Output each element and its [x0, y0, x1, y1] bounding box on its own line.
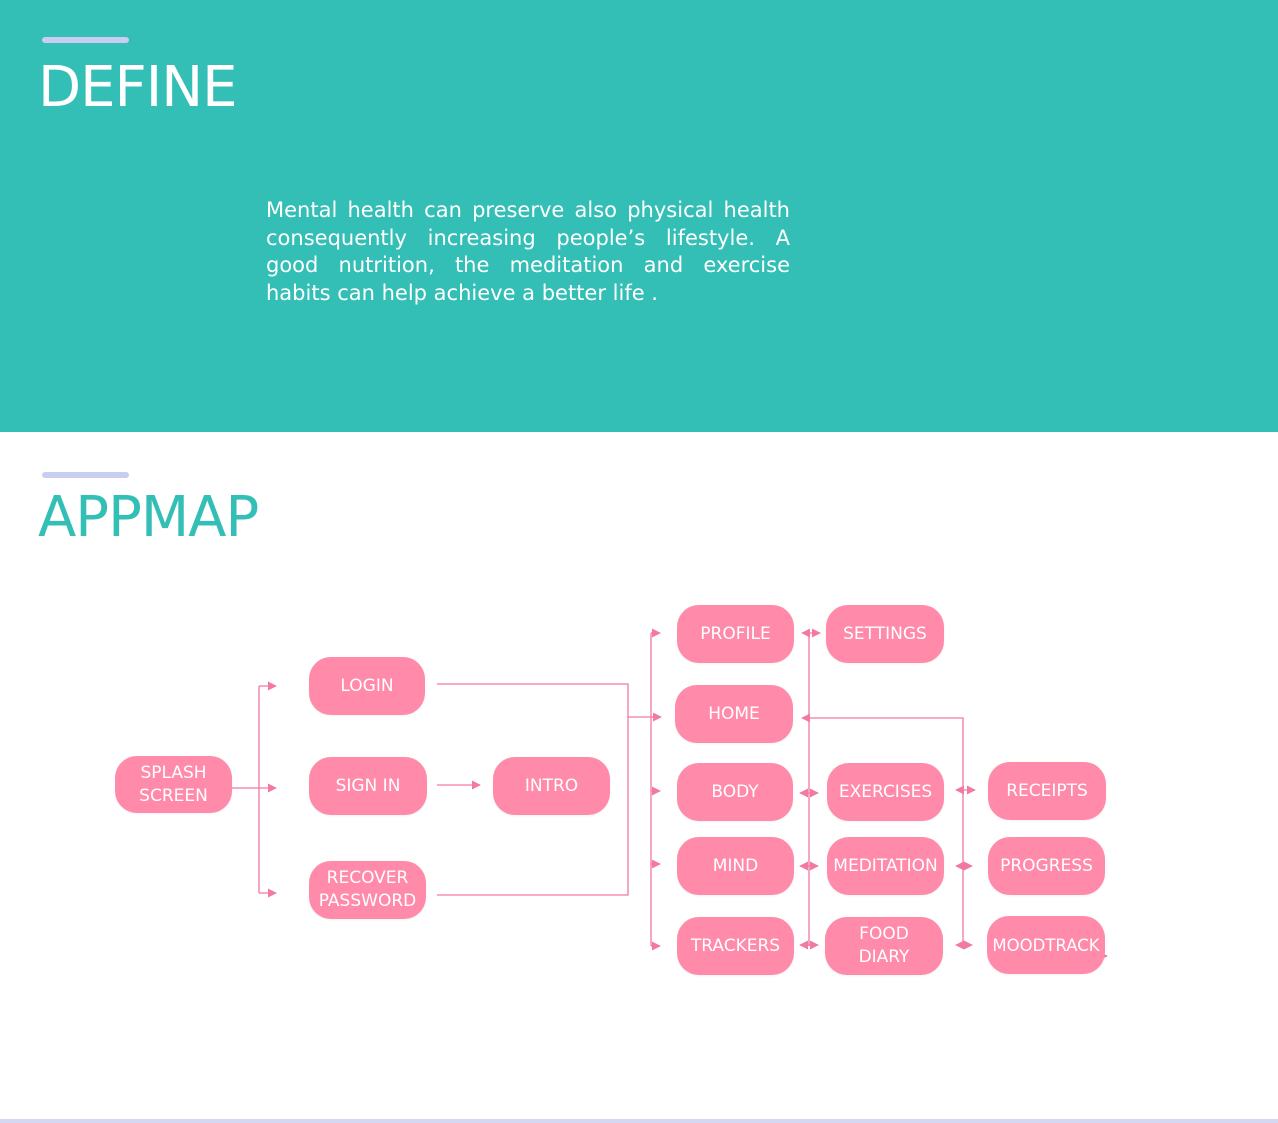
- define-description: Mental health can preserve also physical…: [266, 198, 790, 305]
- define-title: DEFINE: [38, 55, 238, 120]
- node-splash-screen: SPLASH SCREEN: [115, 756, 232, 813]
- bottom-divider: [0, 1119, 1278, 1123]
- appmap-accent-bar: [42, 472, 129, 478]
- node-profile: PROFILE: [677, 605, 794, 663]
- connector-auth-trunk: [437, 683, 629, 896]
- define-section: DEFINE Mental health can preserve also p…: [0, 0, 1278, 432]
- node-exercises: EXERCISES: [827, 763, 944, 821]
- node-food-diary: FOOD DIARY: [825, 917, 943, 975]
- node-body: BODY: [677, 763, 793, 821]
- node-settings: SETTINGS: [826, 605, 944, 663]
- node-moodtrack: MOODTRACK: [987, 916, 1105, 974]
- appmap-title: APPMAP: [38, 485, 259, 550]
- define-accent-bar: [42, 37, 129, 43]
- node-receipts: RECEIPTS: [988, 762, 1106, 820]
- node-home: HOME: [675, 685, 793, 743]
- node-sign-in: SIGN IN: [309, 757, 427, 815]
- node-trackers: TRACKERS: [677, 917, 794, 975]
- node-intro: INTRO: [493, 757, 610, 815]
- node-recover-password: RECOVER PASSWORD: [309, 861, 426, 919]
- node-mind: MIND: [677, 837, 794, 895]
- connector-right-to-home: [801, 713, 964, 945]
- node-login: LOGIN: [309, 657, 425, 715]
- node-progress: PROGRESS: [988, 837, 1105, 895]
- node-meditation: MEDITATION: [827, 837, 944, 895]
